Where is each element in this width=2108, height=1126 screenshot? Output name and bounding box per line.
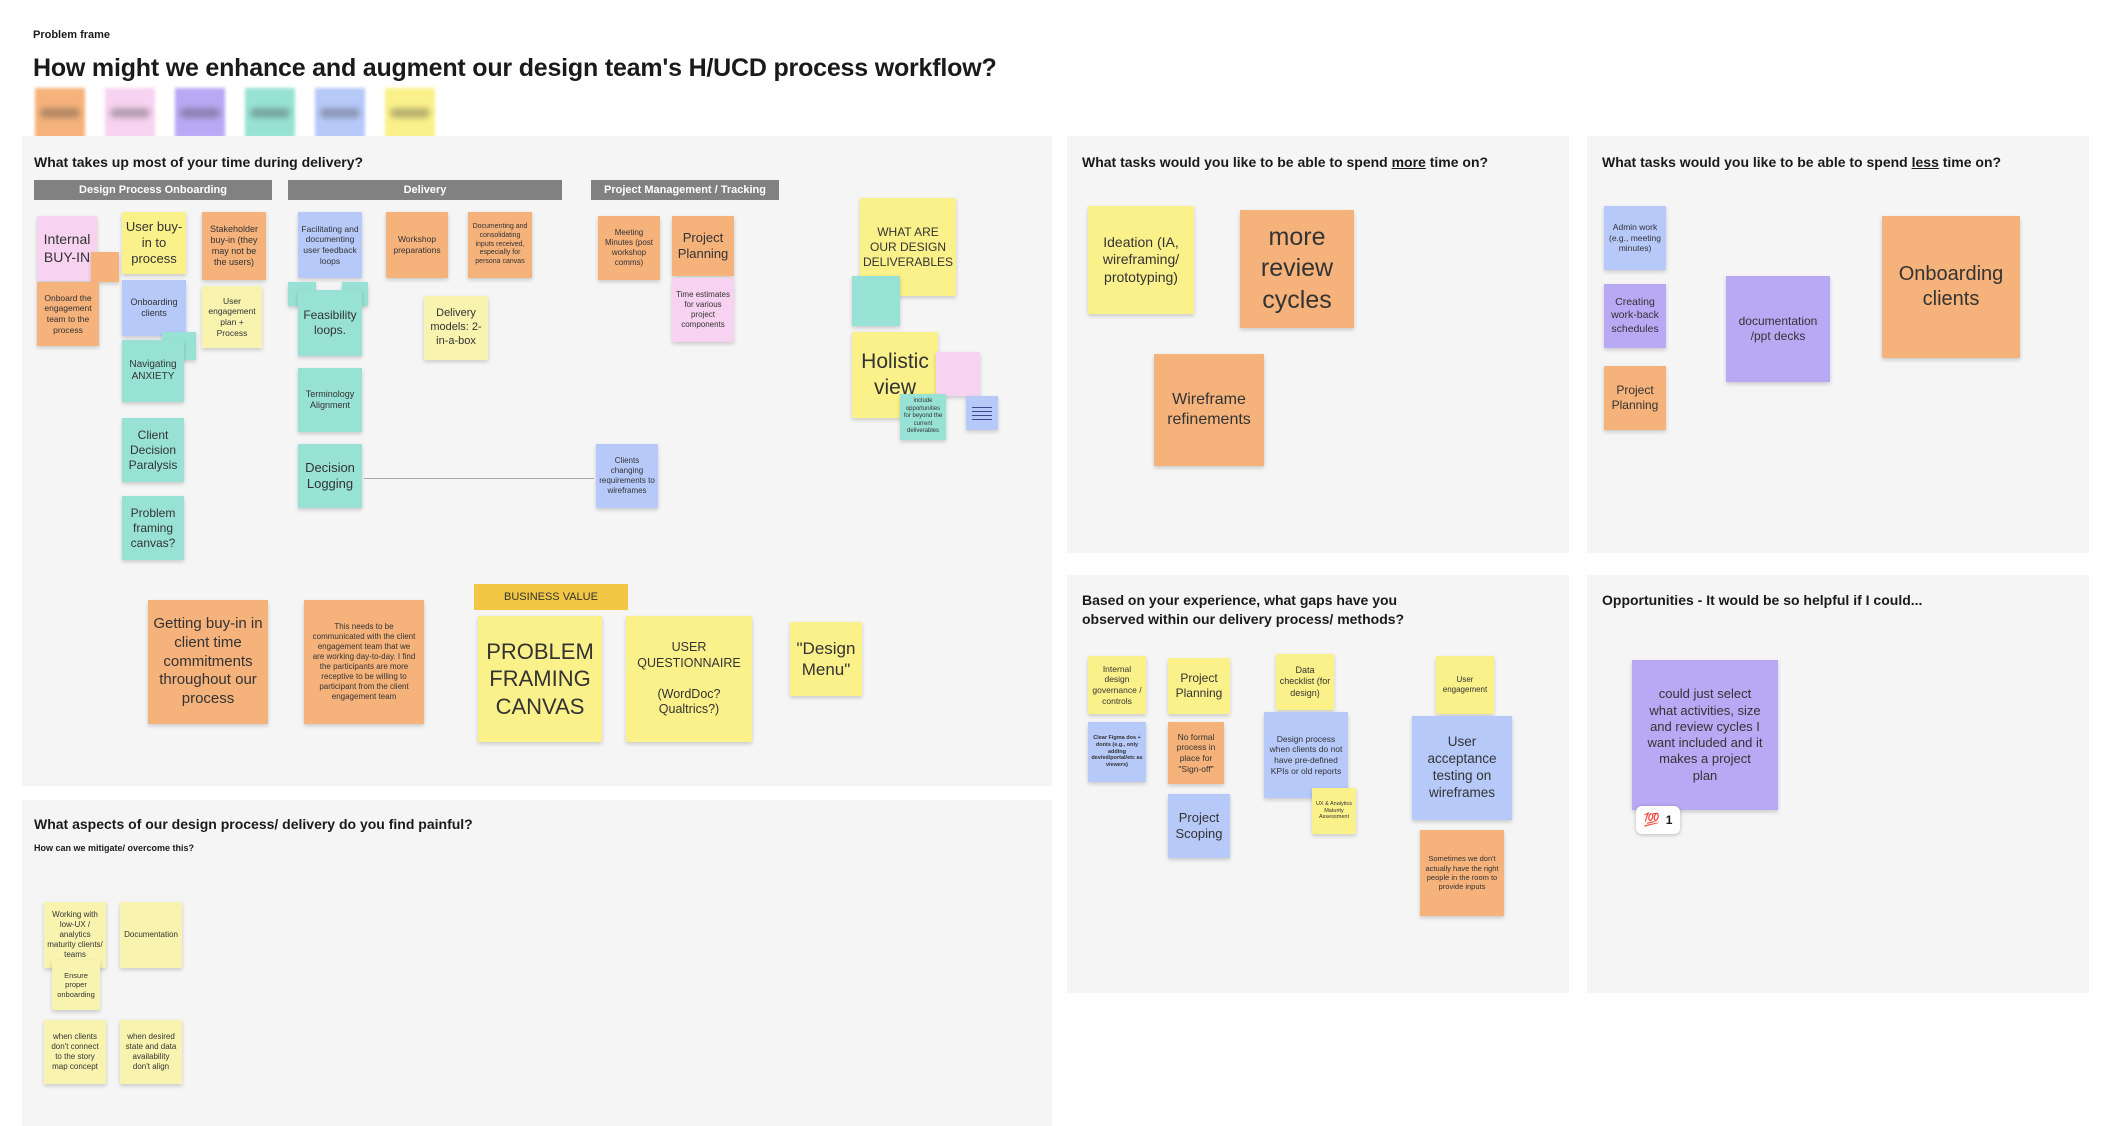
sticky-workshop-preparations[interactable]: Workshop preparations <box>386 212 448 278</box>
sticky-facilitating-documenting[interactable]: Facilitating and documenting user feedba… <box>298 212 362 278</box>
sticky-user-buyin[interactable]: User buy-in to process <box>122 212 186 274</box>
sticky-project-planning-pm[interactable]: Project Planning <box>672 216 734 276</box>
reaction-100[interactable]: 💯 1 <box>1636 806 1680 834</box>
sticky-small-orange[interactable] <box>91 252 119 282</box>
sticky-communicated-engagement[interactable]: This needs to be communicated with the c… <box>304 600 424 724</box>
sticky-user-questionnaire[interactable]: USER QUESTIONNAIRE (WordDoc? Qualtrics?) <box>626 616 752 742</box>
sticky-documentation-painful[interactable]: Documentation <box>120 902 182 968</box>
sticky-when-clients[interactable]: when clients don't connect to the story … <box>44 1020 106 1084</box>
legend-swatch-teal <box>245 88 295 138</box>
question-more-time: What tasks would you like to be able to … <box>1082 154 1489 170</box>
sticky-tiny-teal[interactable] <box>852 276 900 326</box>
sticky-meeting-minutes[interactable]: Meeting Minutes (post workshop comms) <box>598 216 660 280</box>
sticky-creating-workback[interactable]: Creating work-back schedules <box>1604 284 1666 348</box>
sticky-decision-logging[interactable]: Decision Logging <box>298 444 362 508</box>
sticky-no-formal[interactable]: No formal process in place for "Sign-off… <box>1168 722 1224 784</box>
header-delivery: Delivery <box>288 180 562 200</box>
sticky-project-scoping[interactable]: Project Scoping <box>1168 794 1230 858</box>
sticky-getting-buyin[interactable]: Getting buy-in in client time commitment… <box>148 600 268 724</box>
legend-swatch-yellow <box>385 88 435 138</box>
connector-line <box>364 478 594 479</box>
sticky-admin-work[interactable]: Admin work (e.g., meeting minutes) <box>1604 206 1666 270</box>
sticky-design-menu[interactable]: "Design Menu" <box>790 622 862 696</box>
sticky-clients-changing[interactable]: Clients changing requirements to wirefra… <box>596 444 658 508</box>
sticky-onboarding-clients[interactable]: Onboarding clients <box>122 280 186 336</box>
sticky-more-review-cycles[interactable]: more review cycles <box>1240 210 1354 328</box>
sticky-delivery-models[interactable]: Delivery models: 2-in-a-box <box>424 296 488 360</box>
frame-label: Problem frame <box>33 29 111 41</box>
question-time-during-delivery: What takes up most of your time during d… <box>34 154 364 170</box>
sticky-tiny-pink[interactable] <box>936 352 980 396</box>
sticky-problem-framing-question[interactable]: Problem framing canvas? <box>122 496 184 560</box>
sticky-time-estimates[interactable]: Time estimates for various project compo… <box>672 278 734 342</box>
question-painful: What aspects of our design process/ deli… <box>34 816 473 832</box>
sticky-when-desired[interactable]: when desired state and data availability… <box>120 1020 182 1084</box>
header-design-process-onboarding: Design Process Onboarding <box>34 180 272 200</box>
sticky-documentation-ppt[interactable]: documentation /ppt decks <box>1726 276 1830 382</box>
sticky-onboard-engagement[interactable]: Onboard the engagement team to the proce… <box>37 282 99 346</box>
sticky-documenting-consolidating[interactable]: Documenting and consolidating inputs rec… <box>468 212 532 278</box>
sticky-design-process-kpis[interactable]: Design process when clients do not have … <box>1264 712 1348 798</box>
sticky-project-planning-less[interactable]: Project Planning <box>1604 366 1666 430</box>
sticky-internal-governance[interactable]: Internal design governance / controls <box>1088 656 1146 714</box>
page-title: How might we enhance and augment our des… <box>33 54 997 82</box>
sticky-stakeholder-buyin[interactable]: Stakeholder buy-in (they may not be the … <box>202 212 266 280</box>
section-more-time <box>1067 136 1569 553</box>
legend-swatch-blue <box>315 88 365 138</box>
sticky-internal-buyin[interactable]: Internal BUY-IN <box>37 216 97 281</box>
sticky-terminology-alignment[interactable]: Terminology Alignment <box>298 368 362 432</box>
sticky-feasibility-loops[interactable]: Feasibility loops. <box>298 290 362 356</box>
sticky-ensure-onboarding[interactable]: Ensure proper onboarding <box>52 960 100 1010</box>
header-project-management: Project Management / Tracking <box>591 180 779 200</box>
legend-swatch-orange <box>35 88 85 138</box>
sticky-clear-figma[interactable]: Clear Figma dos + donts (e.g., only addi… <box>1088 722 1146 782</box>
hundred-points-icon: 💯 <box>1643 812 1660 827</box>
sticky-data-checklist[interactable]: Data checklist (for design) <box>1276 654 1334 710</box>
sticky-include-opportunities[interactable]: include opportunities for beyond the cur… <box>900 394 946 440</box>
subquestion-mitigate: How can we mitigate/ overcome this? <box>34 843 195 853</box>
sticky-ideation[interactable]: Ideation (IA, wireframing/ prototyping) <box>1088 206 1194 314</box>
legend-swatch-purple <box>175 88 225 138</box>
sticky-onboarding-clients-less[interactable]: Onboarding clients <box>1882 216 2020 358</box>
sticky-navigating-anxiety[interactable]: Navigating ANXIETY <box>122 340 184 402</box>
sticky-ux-analytics[interactable]: UX & Analytics Maturity Assessment <box>1312 788 1356 834</box>
sticky-user-engagement-gaps[interactable]: User engagement <box>1436 656 1494 714</box>
reaction-count: 1 <box>1665 813 1673 827</box>
question-less-time: What tasks would you like to be able to … <box>1602 154 2002 170</box>
sticky-project-planning-gaps[interactable]: Project Planning <box>1168 658 1230 714</box>
question-gaps: Based on your experience, what gaps have… <box>1082 592 1405 627</box>
question-opportunities: Opportunities - It would be so helpful i… <box>1602 592 1923 608</box>
sticky-could-select[interactable]: could just select what activities, size … <box>1632 660 1778 810</box>
section-painful <box>22 800 1052 1126</box>
business-value-label: BUSINESS VALUE <box>474 584 628 610</box>
sticky-user-acceptance[interactable]: User acceptance testing on wireframes <box>1412 716 1512 820</box>
sticky-sometimes[interactable]: Sometimes we don't actually have the rig… <box>1420 830 1504 916</box>
legend-swatch-pink <box>105 88 155 138</box>
sticky-wireframe-refinements[interactable]: Wireframe refinements <box>1154 354 1264 466</box>
sticky-working-with[interactable]: Working with low-UX / analytics maturity… <box>44 902 106 968</box>
notes-icon[interactable] <box>966 396 998 430</box>
sticky-client-decision-paralysis[interactable]: Client Decision Paralysis <box>122 418 184 482</box>
sticky-user-engagement-plan[interactable]: User engagement plan + Process <box>202 286 262 348</box>
sticky-problem-framing-canvas[interactable]: PROBLEM FRAMING CANVAS <box>478 616 602 742</box>
